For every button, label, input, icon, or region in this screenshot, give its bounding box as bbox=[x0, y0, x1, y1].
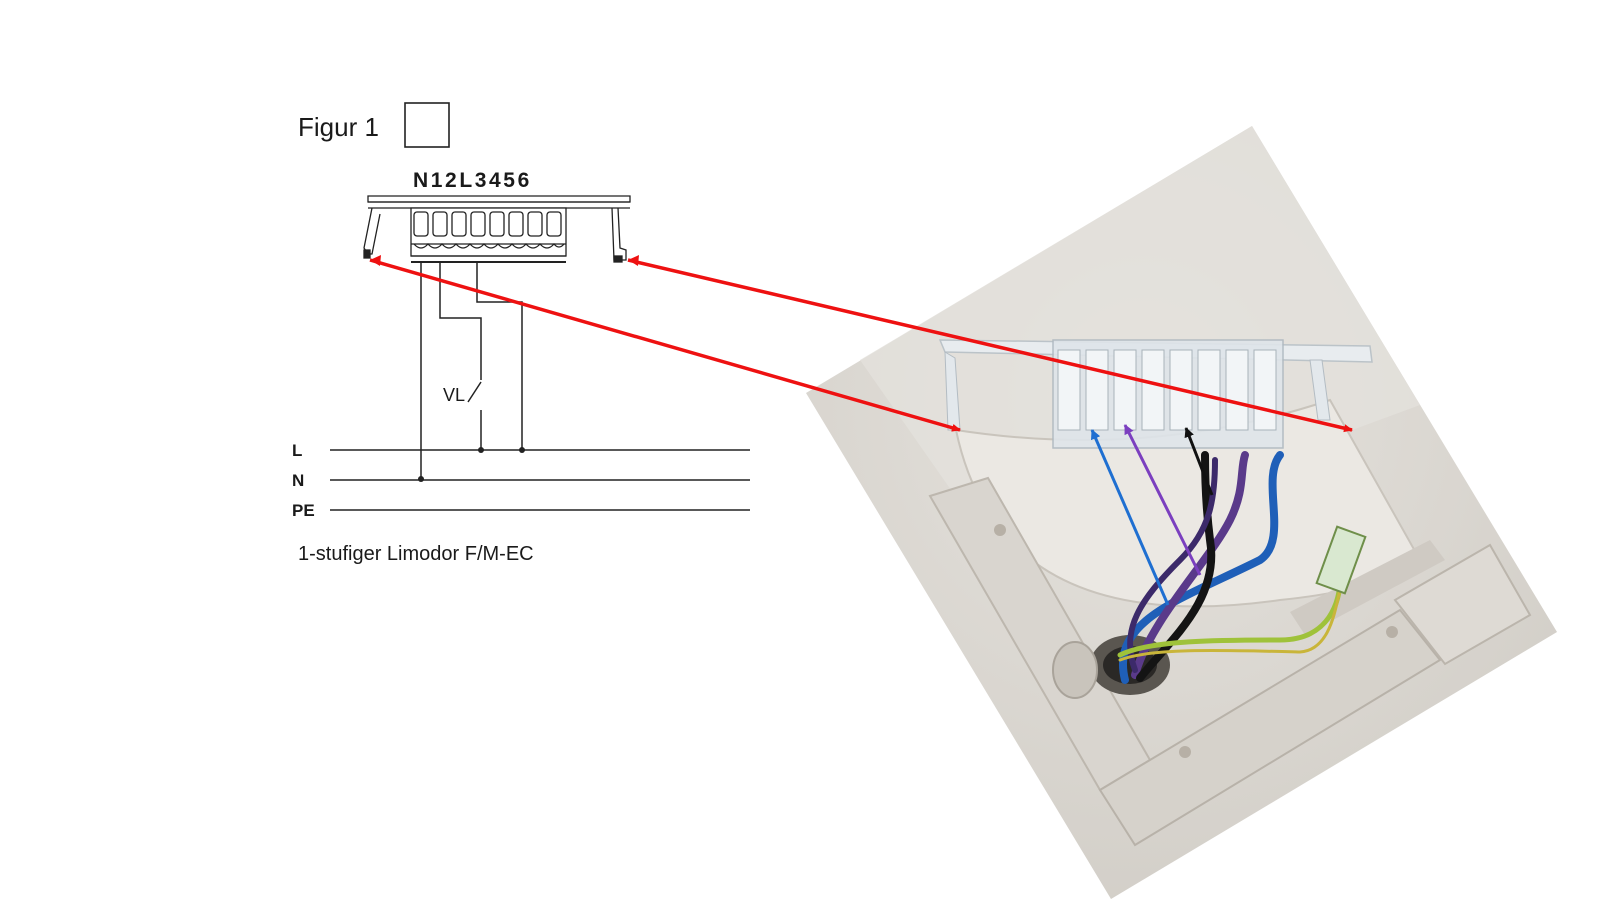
switch-label: VL bbox=[443, 385, 465, 405]
photo-cables bbox=[1117, 451, 1367, 684]
figure-label: Figur 1 bbox=[298, 112, 379, 142]
fan-junction-box-photo bbox=[806, 126, 1557, 899]
black-wire-arrow bbox=[1184, 427, 1214, 496]
terminal-header: N12L3456 bbox=[413, 169, 532, 192]
junction-dot bbox=[418, 476, 424, 482]
screw-icon bbox=[994, 524, 1006, 536]
bus-label-n: N bbox=[292, 471, 304, 490]
clip-mapping-arrows bbox=[369, 255, 1353, 433]
bus-lines: L N PE bbox=[292, 441, 750, 520]
figure-checkbox bbox=[404, 102, 450, 148]
right-clip-arrow bbox=[627, 258, 1353, 433]
blue-wire-arrow bbox=[1090, 429, 1170, 606]
bus-label-l: L bbox=[292, 441, 302, 460]
schematic: Figur 1 N12L3456 bbox=[292, 102, 750, 565]
screw-icon bbox=[1386, 626, 1398, 638]
arrow-tail-icon bbox=[370, 255, 381, 266]
screw-icon bbox=[1179, 746, 1191, 758]
terminal-block-drawing bbox=[363, 195, 631, 263]
arrow-tail-icon bbox=[628, 255, 639, 266]
terminal-slots bbox=[413, 211, 562, 237]
diagram-caption: 1-stufiger Limodor F/M-EC bbox=[298, 543, 534, 565]
left-clip-arrow bbox=[369, 258, 961, 432]
photo-terminal-block bbox=[938, 339, 1373, 449]
junction-dot bbox=[519, 447, 525, 453]
schematic-wires bbox=[420, 262, 523, 478]
wire-annotation-arrows bbox=[1090, 424, 1214, 606]
junction-dot bbox=[478, 447, 484, 453]
bus-label-pe: PE bbox=[292, 501, 315, 520]
purple-wire-arrow bbox=[1123, 424, 1202, 576]
